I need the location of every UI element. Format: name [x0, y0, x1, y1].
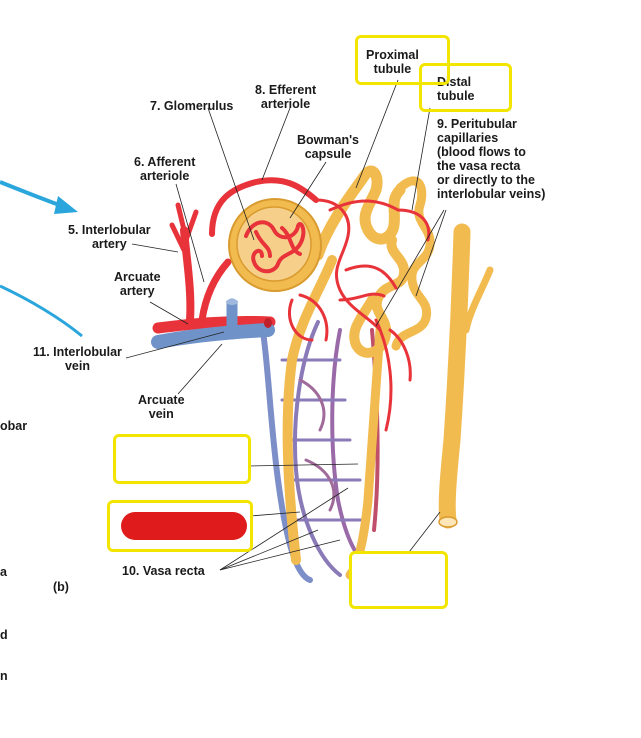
- label-glomerulus: 7. Glomerulus: [150, 99, 234, 113]
- label-peritubular-capillaries: 9. Peritubular capillaries (blood flows …: [437, 117, 546, 201]
- highlight-box-distal-tubule: [419, 63, 512, 112]
- arcuate-vein-opening: [226, 299, 238, 305]
- label-proximal-tubule: Proximal tubule: [366, 48, 419, 76]
- cropped-text-3: d: [0, 628, 8, 642]
- cropped-text-2: a: [0, 565, 7, 579]
- label-interlobular-artery: 5. Interlobular artery: [68, 223, 151, 251]
- pointer-arrow-lower: [0, 284, 83, 338]
- pointer-arrow-upper: [0, 180, 63, 208]
- arcuate-artery-opening: [264, 318, 272, 328]
- answer-box-blank-2[interactable]: [349, 551, 448, 609]
- label-bowmans-capsule: Bowman's capsule: [297, 133, 360, 161]
- label-arcuate-vein: Arcuate vein: [138, 393, 185, 421]
- venous-vessels: [151, 298, 275, 349]
- panel-label: (b): [53, 580, 69, 594]
- collecting-duct-opening: [438, 516, 458, 528]
- cropped-text-4: n: [0, 669, 8, 683]
- answer-box-blank-1[interactable]: [113, 434, 251, 484]
- label-interlobular-vein: 11. Interlobular vein: [33, 345, 122, 373]
- label-vasa-recta: 10. Vasa recta: [122, 564, 205, 578]
- pointer-arrowhead-upper: [54, 196, 78, 214]
- highlight-box-proximal-tubule: [355, 35, 450, 85]
- redaction-mark: [121, 512, 247, 540]
- cropped-text-1: obar: [0, 419, 28, 433]
- glomerulus-structure: [228, 198, 322, 292]
- label-distal-tubule: Distal tubule: [437, 75, 475, 103]
- label-arcuate-artery: Arcuate artery: [114, 270, 161, 298]
- leader-lines: [125, 79, 447, 571]
- label-efferent-arteriole: 8. Efferent arteriole: [255, 83, 317, 111]
- label-afferent-arteriole: 6. Afferent arteriole: [134, 155, 196, 183]
- answer-box-redacted[interactable]: [107, 500, 253, 552]
- arterial-vessels: [152, 177, 431, 432]
